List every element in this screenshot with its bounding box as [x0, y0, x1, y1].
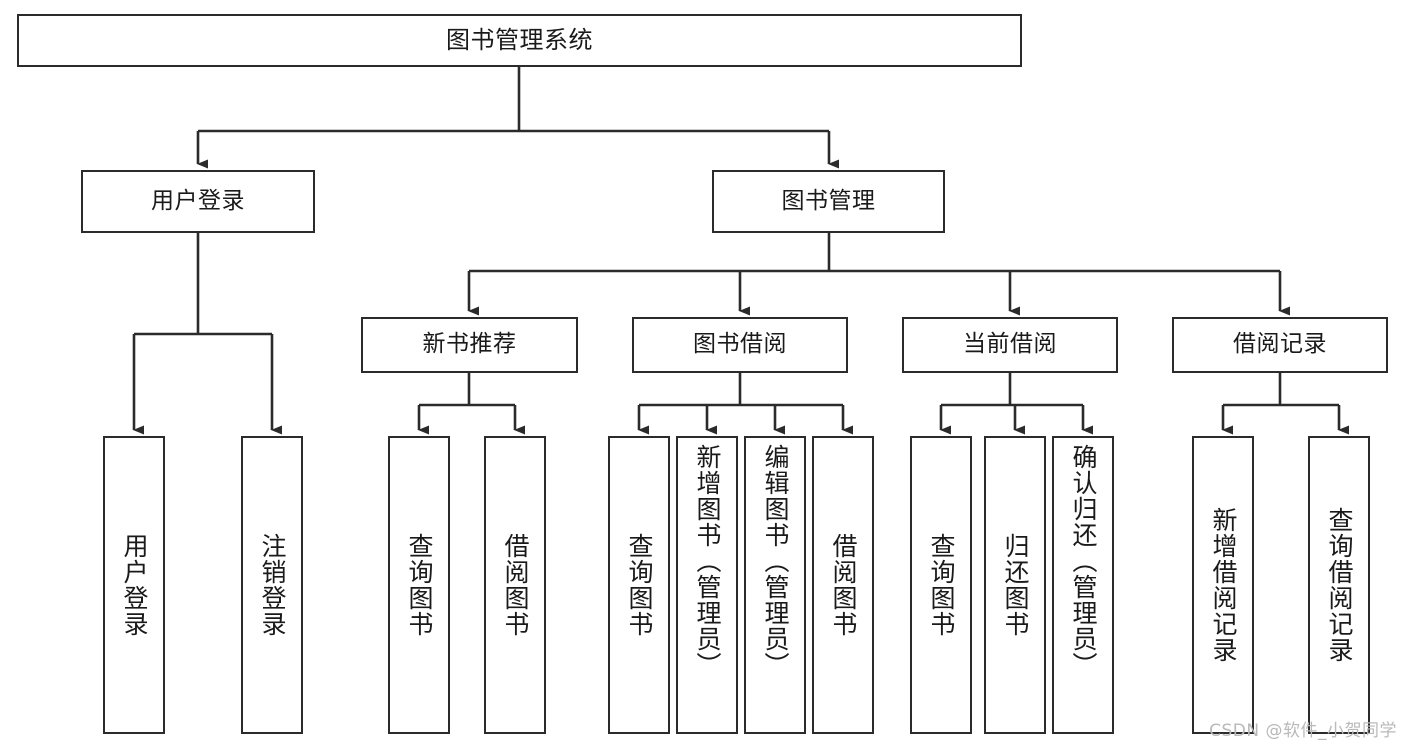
node-label: 用户登录 — [120, 533, 149, 637]
node-leaf-user-login[interactable]: 用户登录 — [103, 436, 165, 734]
node-label: 当前借阅 — [963, 331, 1057, 358]
node-label: 查询图书 — [625, 533, 654, 637]
node-label: 查询图书 — [927, 533, 956, 637]
node-book-borrow[interactable]: 图书借阅 — [632, 317, 848, 373]
watermark-text: CSDN @软件_小贺同学 — [1209, 721, 1397, 741]
node-borrow-record[interactable]: 借阅记录 — [1172, 317, 1388, 373]
node-label: 借阅记录 — [1233, 331, 1327, 358]
node-label: 查询借阅记录 — [1325, 507, 1354, 663]
node-label: 图书借阅 — [693, 331, 787, 358]
node-label: 新增图书（管理员） — [693, 444, 722, 678]
node-label: 图书管理 — [781, 187, 876, 214]
node-current-borrow[interactable]: 当前借阅 — [902, 317, 1118, 373]
node-label: 确认归还（管理员） — [1069, 444, 1098, 678]
node-leaf-add-borrow-record[interactable]: 新增借阅记录 — [1192, 436, 1254, 734]
node-leaf-user-logout[interactable]: 注销登录 — [241, 436, 303, 734]
node-leaf-add-book-admin[interactable]: 新增图书（管理员） — [676, 436, 738, 734]
node-leaf-query-borrow-record[interactable]: 查询借阅记录 — [1308, 436, 1370, 734]
node-label: 用户登录 — [151, 187, 245, 214]
node-leaf-query-book-current[interactable]: 查询图书 — [910, 436, 972, 734]
node-leaf-query-book-recommend[interactable]: 查询图书 — [388, 436, 450, 734]
node-leaf-borrow-book[interactable]: 借阅图书 — [812, 436, 874, 734]
node-label: 新书推荐 — [422, 331, 517, 358]
node-book-manage[interactable]: 图书管理 — [712, 170, 945, 233]
node-leaf-confirm-return-admin[interactable]: 确认归还（管理员） — [1052, 436, 1114, 734]
node-leaf-query-book-borrow[interactable]: 查询图书 — [608, 436, 670, 734]
node-label: 注销登录 — [258, 533, 287, 637]
node-new-book-recommend[interactable]: 新书推荐 — [361, 317, 578, 373]
node-label: 图书管理系统 — [446, 26, 593, 55]
node-leaf-edit-book-admin[interactable]: 编辑图书（管理员） — [744, 436, 806, 734]
node-label: 查询图书 — [405, 533, 434, 637]
node-leaf-return-book[interactable]: 归还图书 — [984, 436, 1046, 734]
node-label: 归还图书 — [1001, 533, 1030, 637]
node-label: 新增借阅记录 — [1209, 507, 1238, 663]
node-label: 借阅图书 — [829, 533, 858, 637]
node-user-login[interactable]: 用户登录 — [81, 170, 315, 233]
node-root-book-management-system[interactable]: 图书管理系统 — [17, 14, 1022, 67]
node-label: 编辑图书（管理员） — [761, 444, 790, 678]
node-leaf-borrow-book-recommend[interactable]: 借阅图书 — [484, 436, 546, 734]
node-label: 借阅图书 — [501, 533, 530, 637]
